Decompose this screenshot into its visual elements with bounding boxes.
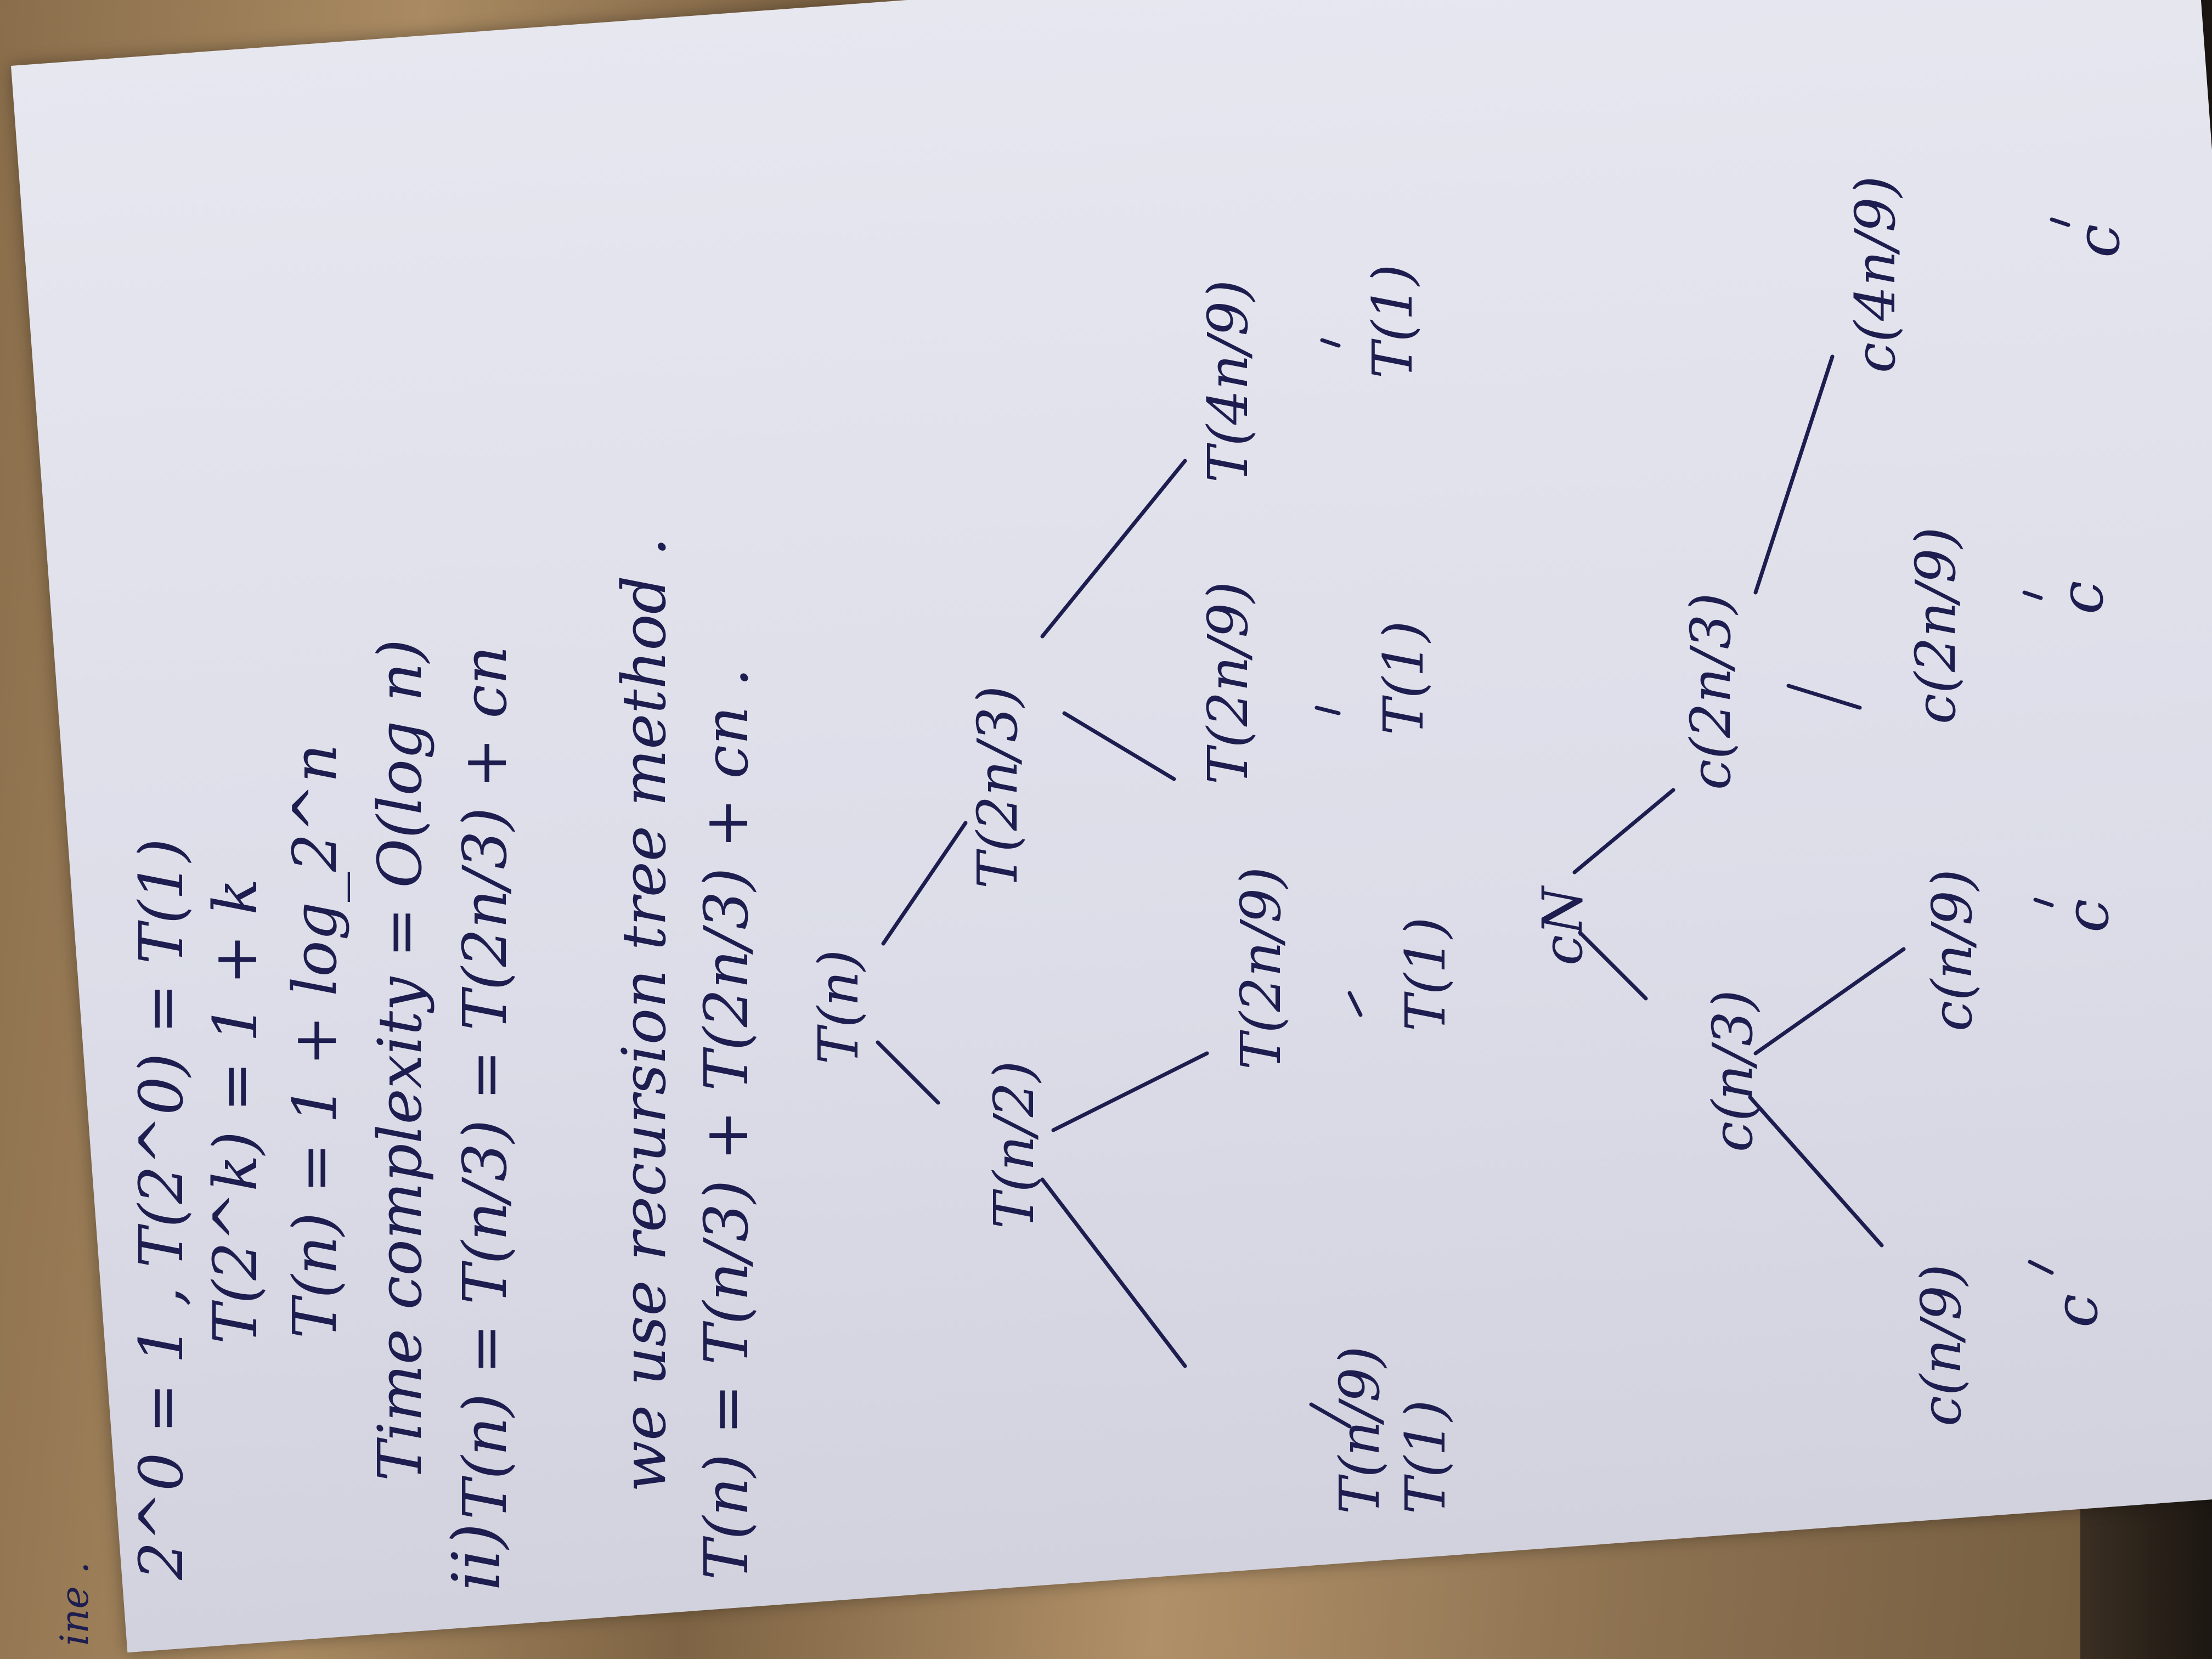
tree1-rr: T(4n/9) — [1196, 279, 1260, 483]
tree2-left: c(n/3) — [1701, 990, 1765, 1152]
tree1-edge-rl-leaf — [1314, 706, 1341, 715]
tree1-rr-leaf: T(1) — [1361, 264, 1425, 379]
tree2-edge-ll-leaf — [2028, 1260, 2054, 1275]
tree2-rl: c(2n/9) — [1904, 527, 1968, 724]
tree1-edge-right-rr — [1040, 459, 1187, 639]
tree2-rr-leaf: c — [2063, 224, 2133, 258]
tree2-edge-root-left — [1578, 930, 1648, 1001]
tree2-right: c(2n/3) — [1679, 592, 1743, 790]
tree2-rr: c(4n/9) — [1843, 176, 1908, 373]
tree2-edge-left-ll — [1748, 1095, 1884, 1248]
tree2-ll: c(n/9) — [1909, 1264, 1973, 1426]
tree2-edge-lr-leaf — [2033, 898, 2054, 907]
tree1-rl-leaf: T(1) — [1372, 620, 1436, 735]
tree1-lr: T(2n/9) — [1229, 866, 1293, 1070]
tree1-edge-rr-leaf — [1320, 338, 1341, 348]
tree1-edge-right-rl — [1062, 711, 1176, 781]
tree1-edge-ll-leaf — [1309, 1402, 1352, 1429]
tree1-edge-left-ll — [1040, 1177, 1187, 1368]
tree1-ll: T(n/9) — [1328, 1346, 1392, 1514]
tree2-rl-leaf: c — [2046, 580, 2117, 614]
tree2-root: cN — [1531, 887, 1595, 966]
tree1-left: T(n/2) — [982, 1060, 1046, 1229]
tree2-edge-root-right — [1572, 788, 1675, 874]
tree1-edge-root-right — [881, 821, 968, 946]
tree1-rl: T(2n/9) — [1196, 581, 1260, 785]
tree2-edge-rl-leaf — [2022, 590, 2043, 600]
tree2-edge-rr-leaf — [2050, 217, 2070, 227]
tree1-edge-root-left — [876, 1040, 940, 1105]
tree1-edge-left-lr — [1051, 1051, 1209, 1132]
tree1-ll-leaf: T(1) — [1393, 1400, 1458, 1514]
tree2-lr: c(n/9) — [1920, 869, 1984, 1031]
tree2-lr-leaf: c — [2052, 899, 2122, 933]
tree1-lr-leaf: T(1) — [1393, 917, 1458, 1031]
tree1-right: T(2n/3) — [966, 685, 1030, 889]
tree2-edge-right-rl — [1786, 684, 1862, 710]
tree2-ll-leaf: c — [2041, 1294, 2111, 1328]
tree1-root: T(n) — [806, 949, 871, 1064]
tree2-edge-left-lr — [1753, 947, 1906, 1056]
tree1-edge-lr-leaf — [1347, 991, 1363, 1017]
tree2-edge-right-rr — [1753, 354, 1835, 595]
